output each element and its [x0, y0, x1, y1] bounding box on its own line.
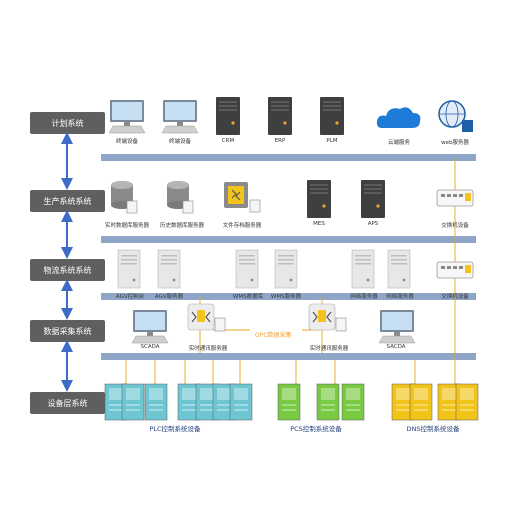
- scada-2-label: SACDA: [386, 344, 406, 350]
- comm-server-1-label: 实时通讯服务器: [188, 346, 228, 352]
- layer-label-device: 设备层系统: [30, 392, 105, 414]
- agv-server-label: AGV服务器: [154, 294, 184, 300]
- network-bus-4: [101, 353, 476, 360]
- dns-group-label: DNS控制系统设备: [406, 425, 460, 433]
- comm-server-2-label: 实时通讯服务器: [309, 346, 349, 352]
- web-server-icon: [438, 100, 473, 132]
- wms-db-label: WMS数据库: [232, 294, 264, 300]
- network-bus-1: [101, 154, 476, 161]
- plm-label: PLM: [326, 138, 338, 144]
- web-server-label: web服务器: [441, 140, 469, 146]
- opc-acquisition-label: OPC数据采集: [255, 332, 292, 339]
- agv-console-label: AGV控制台: [115, 294, 145, 300]
- network-bus-2: [101, 236, 476, 243]
- crm-label: CRM: [221, 138, 235, 144]
- file-storage-label: 文件存档服务器: [222, 223, 262, 229]
- realtime-db-label: 实时数据库服务器: [104, 223, 150, 229]
- switch-1-label: 交换机设备: [441, 223, 469, 229]
- terminal-2-label: 终端设备: [168, 139, 192, 145]
- scada-1-label: SCADA: [140, 344, 160, 350]
- layer-label-logistics: 物流系统系统: [30, 259, 105, 281]
- network-server-1-label: 网络服务器: [350, 294, 378, 300]
- erp-label: ERP: [274, 138, 286, 144]
- network-bus-3: [101, 293, 476, 300]
- plc-group-label: PLC控制系统设备: [149, 425, 201, 433]
- cloud-service-label: 云端服务: [387, 140, 411, 146]
- pcs-group-label: PCS控制系统设备: [290, 425, 342, 433]
- layer-label-plan: 计划系统: [30, 112, 105, 134]
- network-server-2-label: 网络服务器: [386, 294, 414, 300]
- switch-2-label: 交换机设备: [441, 294, 469, 300]
- layer-label-production: 生产系统系统: [30, 190, 105, 212]
- wms-server-label: WMS服务器: [270, 294, 302, 300]
- terminal-1-label: 终端设备: [115, 139, 139, 145]
- aps-label: APS: [367, 221, 379, 227]
- history-db-label: 历史数据库服务器: [159, 223, 205, 229]
- cloud-icon: [376, 107, 421, 128]
- layer-label-acquisition: 数据采集系统: [30, 320, 105, 342]
- mes-label: MES: [313, 221, 325, 227]
